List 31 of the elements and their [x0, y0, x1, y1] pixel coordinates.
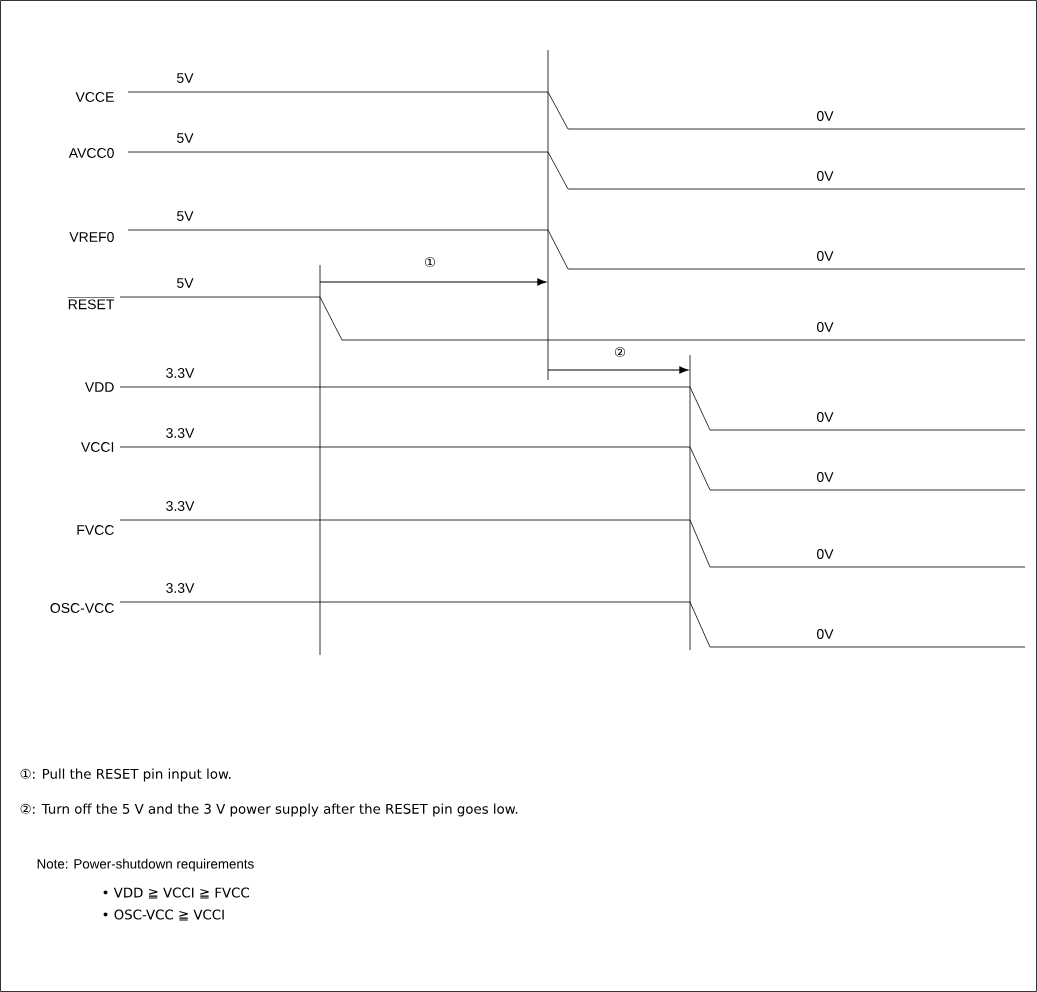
signal-name: VDD: [84, 382, 114, 392]
voltage-label: 5V: [177, 278, 194, 288]
voltage-label: 0V: [817, 322, 834, 332]
note-heading: Note: Power-shutdown requirements: [37, 858, 254, 872]
voltage-label: 0V: [817, 412, 834, 422]
voltage-label: 0V: [817, 111, 834, 121]
voltage-label: 0V: [817, 549, 834, 559]
signal-name: RESET: [67, 297, 115, 310]
step-number: ①: [425, 257, 435, 267]
signal-name: VREF0: [69, 232, 114, 242]
voltage-label: 3.3V: [166, 583, 195, 593]
voltage-label: 3.3V: [166, 368, 195, 378]
voltage-label: 0V: [817, 251, 834, 261]
signal-name: VCCE: [75, 92, 114, 102]
signal-name: OSC-VCC: [50, 603, 114, 613]
voltage-label: 5V: [177, 133, 194, 143]
voltage-label: 5V: [177, 73, 194, 83]
note-text: ②: Turn off the 5 V and the 3 V power supply after the RESET pin goes low.: [20, 803, 518, 817]
signal-name: VCCI: [81, 442, 114, 452]
signal-name: AVCC0: [68, 148, 114, 158]
step-number: ②: [615, 347, 625, 357]
voltage-label: 0V: [817, 629, 834, 639]
voltage-label: 3.3V: [166, 428, 195, 438]
note-text: ①: Pull the RESET pin input low.: [20, 768, 231, 782]
list-item: • OSC-VCC ≧ VCCI: [103, 909, 224, 921]
voltage-label: 0V: [817, 472, 834, 482]
list-item: • VDD ≧ VCCI ≧ FVCC: [103, 887, 249, 899]
signal-name: FVCC: [77, 525, 114, 535]
voltage-label: 5V: [177, 211, 194, 221]
voltage-label: 3.3V: [166, 501, 195, 511]
voltage-label: 0V: [817, 171, 834, 181]
